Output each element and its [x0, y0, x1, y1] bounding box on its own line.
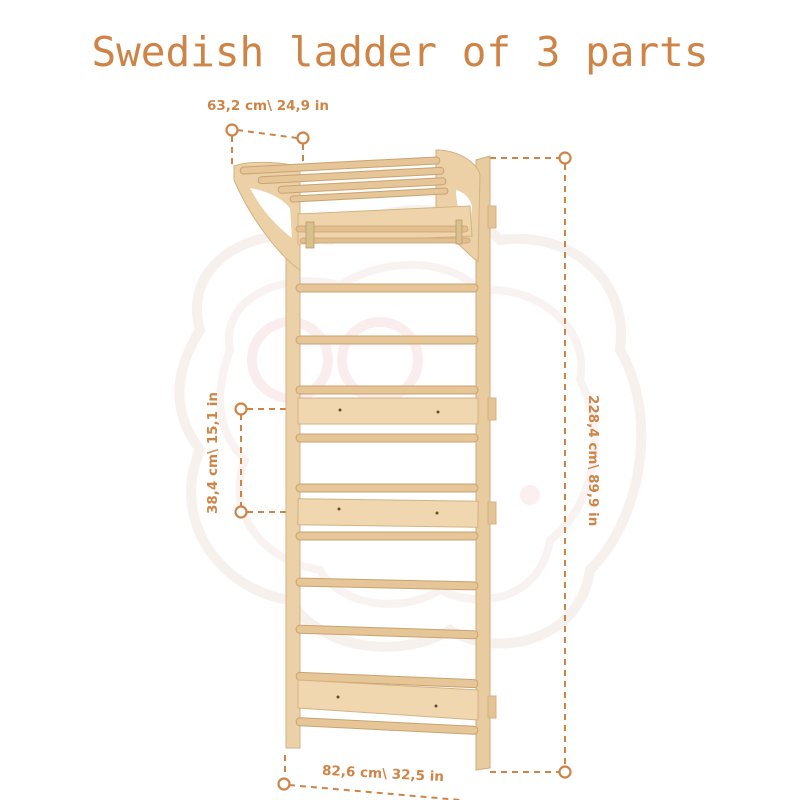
ladder	[233, 149, 497, 771]
dimension-endpoints	[225, 123, 572, 791]
top-width-label: 63,2 cm\ 24,9 in	[207, 98, 329, 114]
diagram-title: Swedish ladder of 3 parts	[91, 28, 709, 76]
board-3	[297, 679, 479, 721]
height-label: 228,4 cm\ 89,9 in	[585, 395, 601, 527]
dimension-lines	[231, 129, 566, 800]
board-1	[297, 397, 479, 425]
board-2	[297, 498, 479, 528]
rung-spacing-label: 38,4 cm\ 15,1 in	[205, 392, 221, 514]
